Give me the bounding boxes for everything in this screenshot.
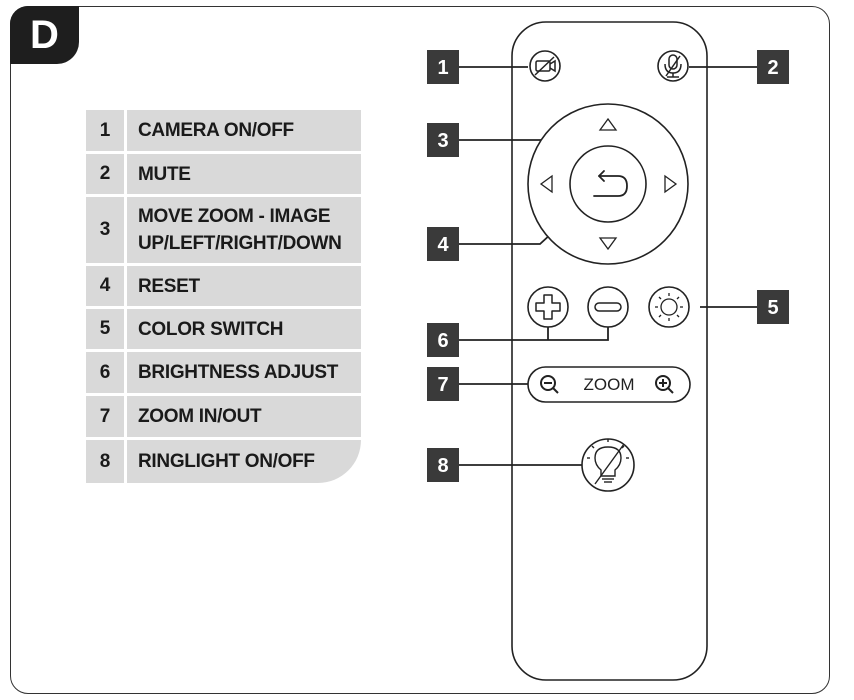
svg-text:7: 7 xyxy=(437,374,448,396)
callout-8: 8 xyxy=(427,448,459,482)
ringlight-button[interactable] xyxy=(581,438,635,492)
legend-label: COLOR SWITCH xyxy=(127,309,361,349)
color-switch-button[interactable] xyxy=(648,286,690,328)
brightness-minus-button[interactable] xyxy=(587,286,629,328)
legend-num: 5 xyxy=(86,309,124,349)
legend-label: MUTE xyxy=(127,154,361,194)
callout-6: 6 xyxy=(427,323,459,357)
legend-row: 5 COLOR SWITCH xyxy=(86,309,361,349)
down-arrow-icon xyxy=(598,237,618,251)
callout-5: 5 xyxy=(757,290,789,324)
callout-2: 2 xyxy=(757,50,789,84)
leader-line-6 xyxy=(459,326,609,341)
legend-row: 4 RESET xyxy=(86,266,361,306)
sun-icon xyxy=(655,293,683,321)
legend-row: 7 ZOOM IN/OUT xyxy=(86,396,361,437)
camera-off-button[interactable] xyxy=(529,50,561,82)
svg-text:5: 5 xyxy=(767,297,778,319)
return-icon xyxy=(593,170,628,197)
svg-text:6: 6 xyxy=(437,330,448,352)
camera-off-icon xyxy=(534,56,556,76)
legend-table: 1 CAMERA ON/OFF 2 MUTE 3 MOVE ZOOM - IMA… xyxy=(86,110,361,486)
zoom-in-icon xyxy=(655,375,674,394)
zoom-label: ZOOM xyxy=(584,375,635,394)
legend-num: 7 xyxy=(86,396,124,437)
legend-num: 2 xyxy=(86,154,124,194)
legend-row: 1 CAMERA ON/OFF xyxy=(86,110,361,151)
svg-text:8: 8 xyxy=(437,455,448,477)
brightness-plus-button[interactable] xyxy=(527,286,569,328)
legend-label: ZOOM IN/OUT xyxy=(127,396,361,437)
legend-label: RESET xyxy=(127,266,361,306)
callout-1: 1 xyxy=(427,50,459,84)
legend-label: RINGLIGHT ON/OFF xyxy=(127,440,361,483)
callout-boxes: 1 2 3 4 5 6 7 8 xyxy=(427,50,789,482)
mic-off-icon xyxy=(664,54,682,78)
svg-text:1: 1 xyxy=(437,57,448,79)
legend-num: 8 xyxy=(86,440,124,483)
section-tab: D xyxy=(10,6,79,64)
legend-num: 1 xyxy=(86,110,124,151)
mute-button[interactable] xyxy=(657,50,689,82)
legend-label: CAMERA ON/OFF xyxy=(127,110,361,151)
svg-text:2: 2 xyxy=(767,57,778,79)
reset-button[interactable] xyxy=(569,145,647,223)
legend-row: 6 BRIGHTNESS ADJUST xyxy=(86,352,361,393)
legend-row: 3 MOVE ZOOM - IMAGE UP/LEFT/RIGHT/DOWN xyxy=(86,197,361,263)
svg-text:4: 4 xyxy=(437,234,449,256)
zoom-out-icon xyxy=(540,375,559,394)
zoom-control[interactable]: ZOOM xyxy=(527,366,691,403)
callout-4: 4 xyxy=(427,227,459,261)
legend-row: 8 RINGLIGHT ON/OFF xyxy=(86,440,361,483)
callout-3: 3 xyxy=(427,123,459,157)
legend-num: 3 xyxy=(86,197,124,263)
left-arrow-icon xyxy=(539,174,553,194)
diagram-frame xyxy=(10,6,830,694)
lightbulb-off-icon xyxy=(587,439,629,485)
minus-icon xyxy=(594,302,622,312)
up-arrow-icon xyxy=(598,117,618,131)
legend-label: MOVE ZOOM - IMAGE UP/LEFT/RIGHT/DOWN xyxy=(127,197,361,263)
legend-row: 2 MUTE xyxy=(86,154,361,194)
legend-label: BRIGHTNESS ADJUST xyxy=(127,352,361,393)
callout-7: 7 xyxy=(427,367,459,401)
plus-icon xyxy=(535,294,561,320)
legend-num: 4 xyxy=(86,266,124,306)
right-arrow-icon xyxy=(664,174,678,194)
section-letter: D xyxy=(30,12,59,57)
svg-text:3: 3 xyxy=(437,130,448,152)
legend-num: 6 xyxy=(86,352,124,393)
